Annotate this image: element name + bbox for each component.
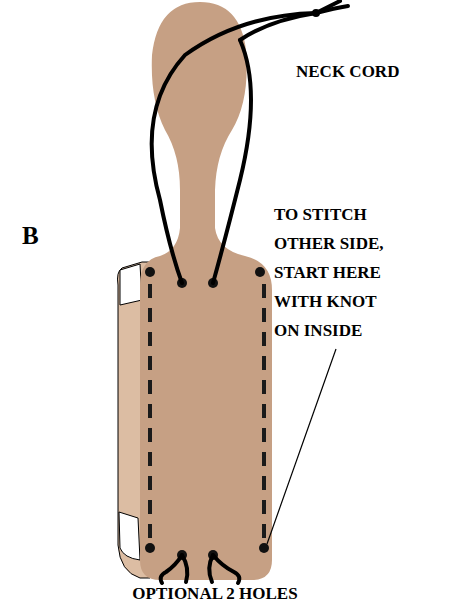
part-label: NECK CORD [296, 62, 399, 82]
flap-edge [120, 264, 142, 305]
flap-edge [119, 512, 140, 560]
cord-knot [312, 9, 320, 17]
stitch-line [262, 284, 266, 538]
part-label: OPTIONAL 2 HOLES [132, 584, 297, 604]
sheath-body [140, 2, 272, 580]
panel-letter: B [22, 222, 39, 250]
holes [145, 267, 269, 560]
leader-line [267, 349, 336, 544]
stitch-line [148, 284, 152, 538]
optional-cord [161, 555, 240, 583]
instruction-note: TO STITCH OTHER SIDE, START HERE WITH KN… [274, 200, 398, 345]
